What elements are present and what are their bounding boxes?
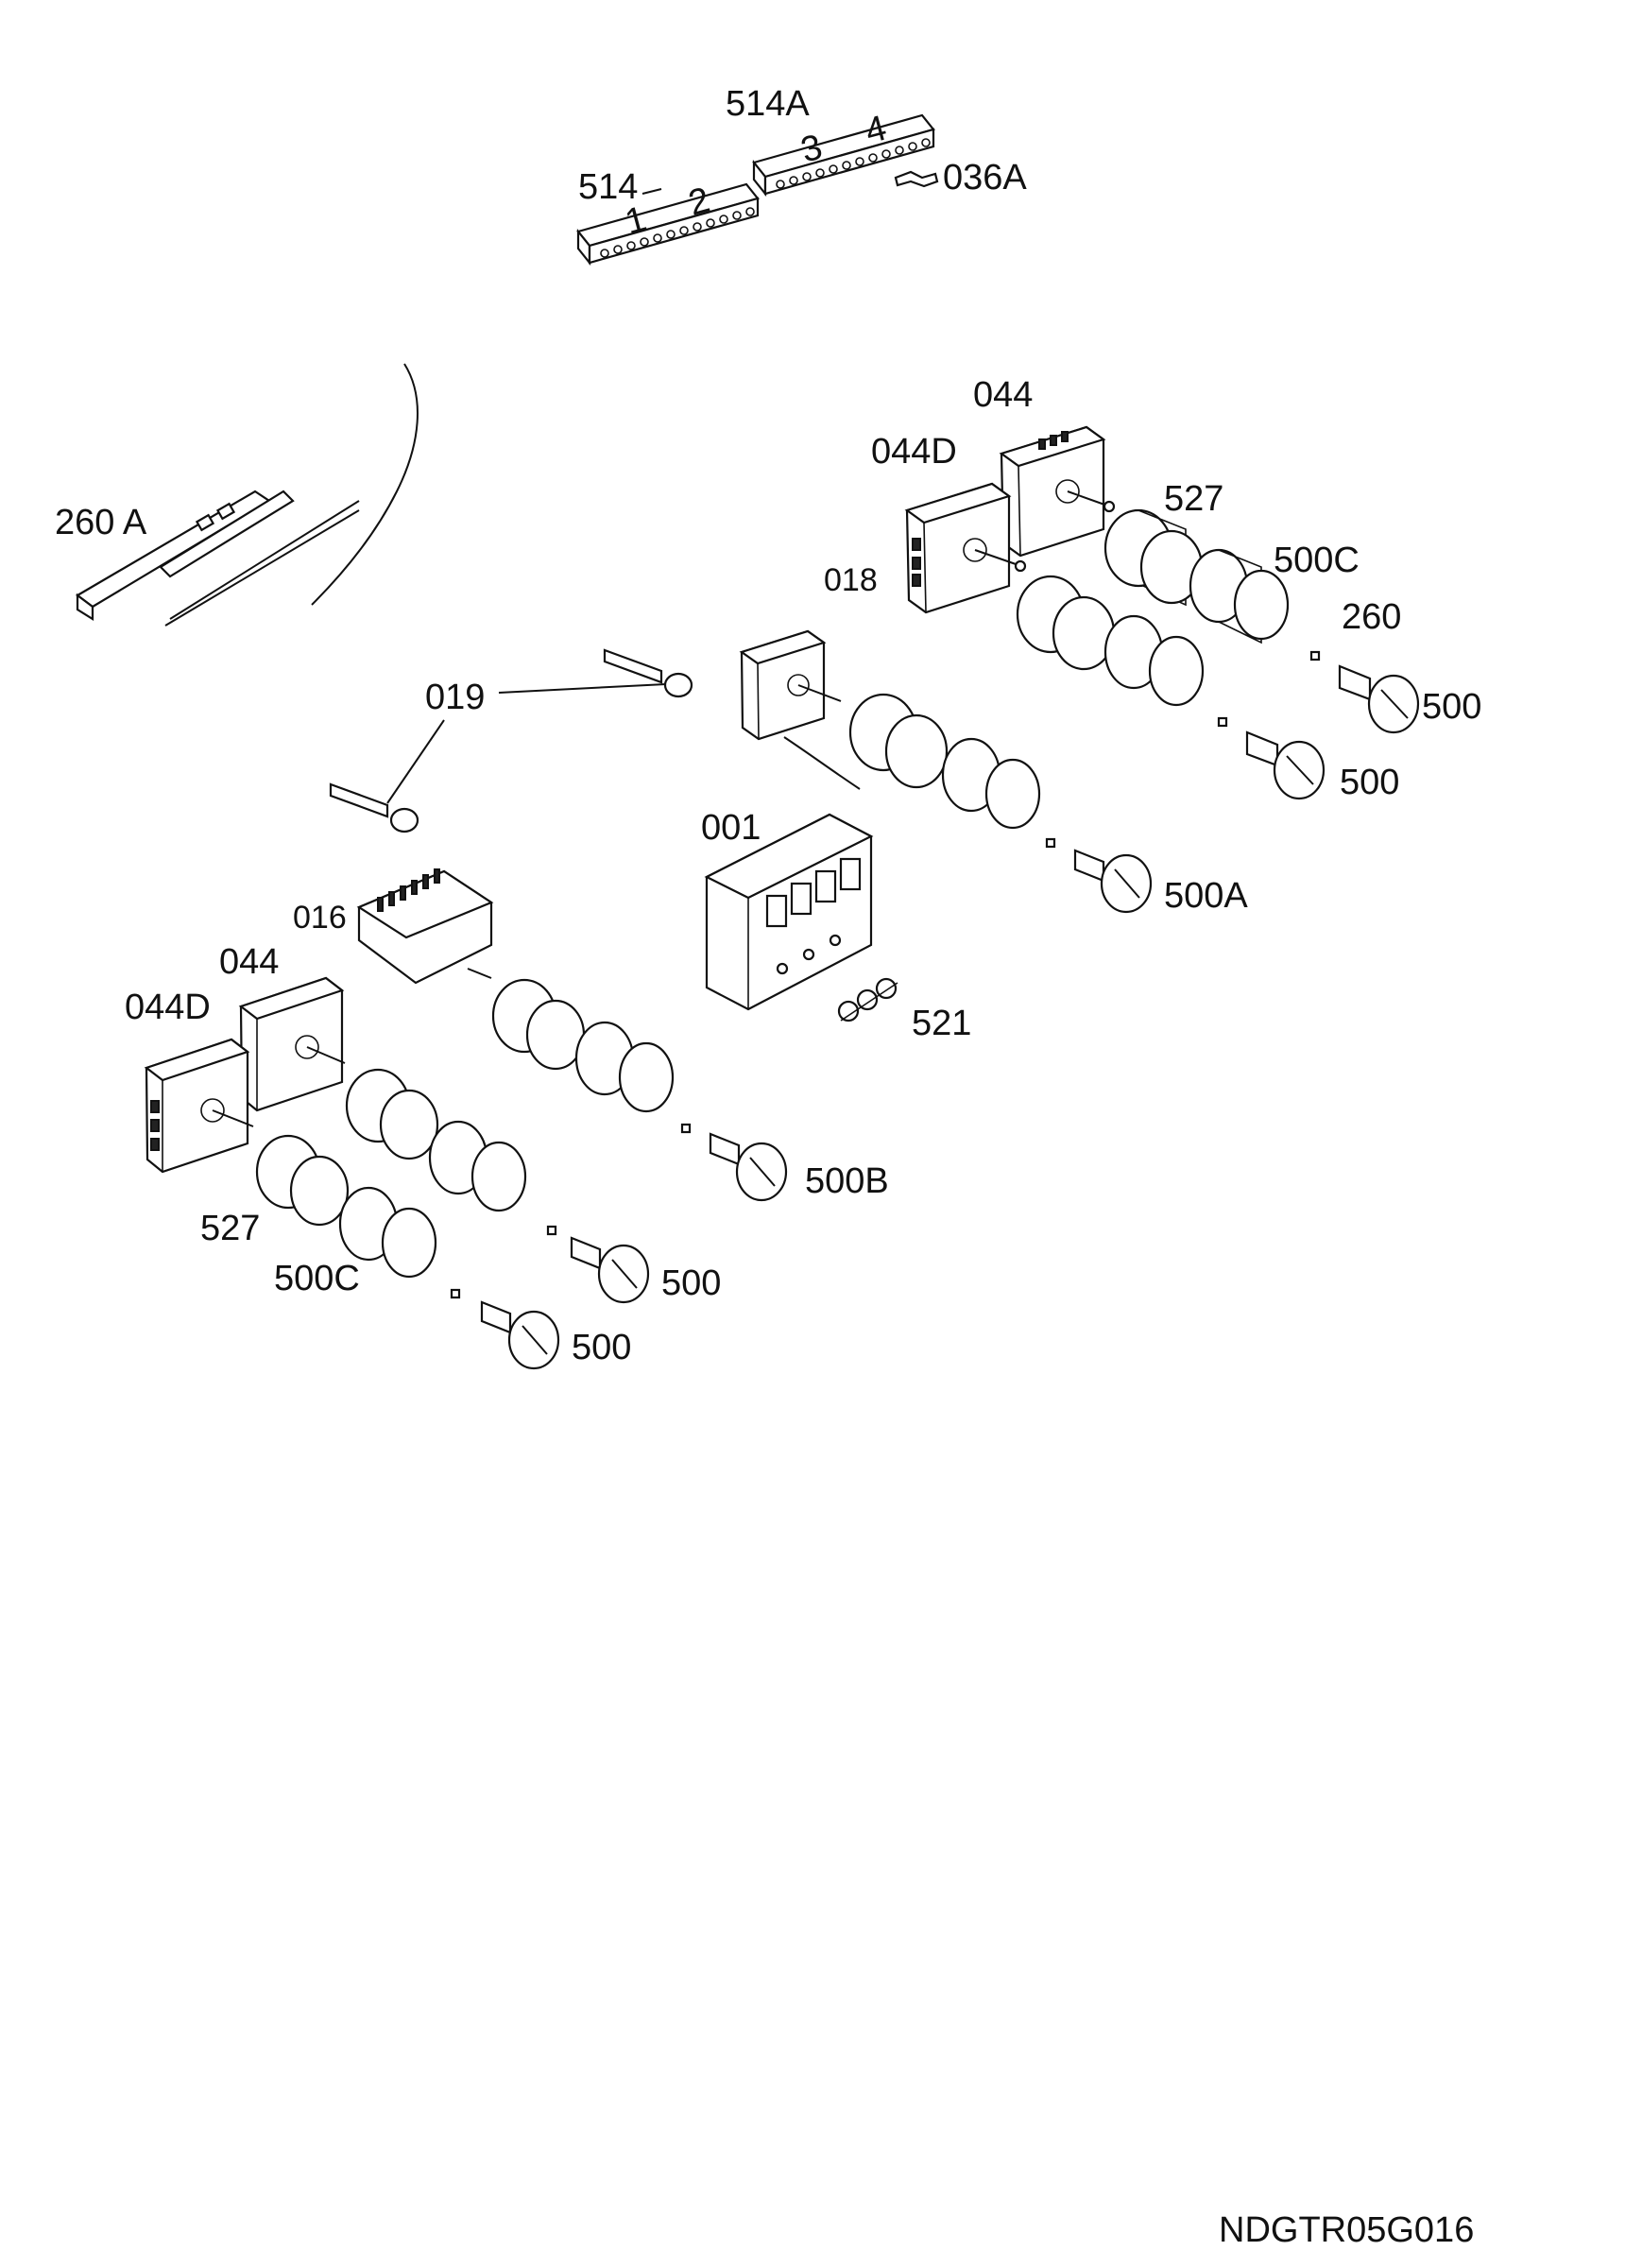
thermostat-bracket-260A — [76, 363, 419, 627]
label-044D-bottom: 044D — [125, 988, 211, 1027]
bezel-527-bottom-2 — [255, 1134, 350, 1227]
label-500B: 500B — [805, 1161, 889, 1201]
label-527-bottom: 527 — [200, 1209, 260, 1248]
terminal-clip-036A — [894, 170, 939, 188]
spindle-sleeve-500C-top-2 — [1103, 614, 1205, 707]
bezel-018 — [848, 693, 949, 789]
bezel-527-top-1 — [1103, 508, 1204, 607]
label-500-top-2: 500 — [1340, 763, 1399, 802]
energy-regulator-044-bottom — [238, 976, 346, 1112]
bezel-016 — [491, 978, 586, 1071]
knob-500-top-2 — [1217, 716, 1326, 800]
energy-regulator-044D-top — [904, 482, 1027, 614]
terminal-strip-514A: 3 4 — [752, 109, 935, 198]
label-521: 521 — [912, 1004, 971, 1043]
energy-regulator-044-top — [999, 425, 1116, 558]
knob-500-top-1 — [1338, 664, 1420, 734]
label-260: 260 — [1342, 597, 1401, 637]
drawing-code: NDGTR05G016 — [1219, 2210, 1474, 2250]
spindle-sleeve-018 — [941, 737, 1041, 830]
selector-switch-016 — [356, 868, 494, 985]
knob-500-bottom-2 — [450, 1288, 560, 1370]
label-500A: 500A — [1164, 876, 1248, 916]
label-260A: 260 A — [55, 503, 147, 542]
label-036A: 036A — [943, 158, 1027, 198]
knob-500B — [680, 1123, 788, 1202]
label-044-top: 044 — [973, 375, 1033, 415]
label-018: 018 — [824, 562, 878, 598]
energy-regulator-044D-bottom — [144, 1038, 254, 1174]
electronic-timer-001 — [704, 813, 874, 1011]
label-044-bottom: 044 — [219, 942, 279, 982]
spindle-sleeve-500C-top-1 — [1189, 548, 1290, 644]
knob-500A — [1045, 837, 1153, 914]
label-001: 001 — [701, 808, 761, 848]
label-500-top-1: 500 — [1422, 687, 1481, 727]
spindle-sleeve-500C-bottom-1 — [428, 1120, 527, 1212]
label-016: 016 — [293, 900, 347, 936]
label-514A: 514A — [726, 84, 810, 124]
label-500-bottom-2: 500 — [572, 1328, 631, 1367]
label-514: 514 — [578, 167, 638, 207]
label-527-top: 527 — [1164, 479, 1223, 519]
terminal-strip-514: 1 2 — [576, 180, 760, 266]
label-019: 019 — [425, 678, 485, 717]
selector-switch-018 — [739, 629, 861, 790]
spindle-sleeve-016 — [574, 1021, 675, 1113]
knob-500-bottom-1 — [546, 1225, 650, 1304]
label-500C-bottom: 500C — [274, 1259, 360, 1298]
signal-lamp-019-lower — [329, 782, 419, 833]
timer-display-digits — [765, 857, 862, 928]
push-buttons-521 — [837, 977, 898, 1022]
label-500-bottom-1: 500 — [661, 1263, 721, 1303]
spindle-sleeve-500C-bottom-2 — [338, 1186, 437, 1279]
label-500C-top: 500C — [1274, 541, 1360, 580]
spring-260 — [1309, 650, 1321, 662]
bezel-527-bottom-1 — [345, 1068, 439, 1160]
signal-lamp-019-upper — [603, 648, 693, 698]
bezel-527-top-2 — [1016, 575, 1116, 671]
label-044D-top: 044D — [871, 432, 957, 472]
